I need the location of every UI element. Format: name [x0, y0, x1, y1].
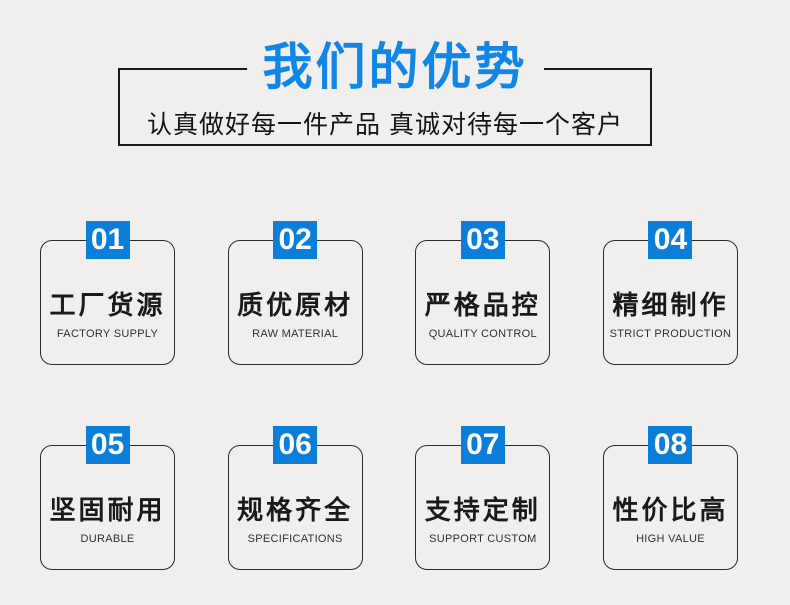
card-number-badge: 06: [273, 426, 318, 464]
card-title: 支持定制: [424, 495, 541, 525]
card-number: 02: [278, 223, 312, 256]
card-title: 精细制作: [612, 290, 729, 320]
card-number-badge: 07: [460, 426, 505, 464]
card-number: 06: [278, 428, 312, 461]
card-number-badge: 02: [273, 221, 318, 259]
card-number: 01: [90, 223, 125, 256]
advantage-card: 04 精细制作 STRICT PRODUCTION: [602, 221, 738, 365]
card-title: 工厂货源: [49, 290, 166, 320]
advantage-card: 07 支持定制 SUPPORT CUSTOM: [415, 426, 551, 570]
advantage-row-1: 01 工厂货源 FACTORY SUPPLY 02 质优原材 RAW MATER…: [40, 221, 738, 365]
card-subtitle: FACTORY SUPPLY: [56, 328, 159, 340]
card-number: 05: [90, 428, 125, 461]
card-subtitle: HIGH VALUE: [636, 533, 705, 545]
card-title: 严格品控: [424, 290, 541, 320]
card-title: 规格齐全: [237, 495, 354, 525]
advantage-row-2: 05 坚固耐用 DURABLE 06 规格齐全 SPECIFICATIONS 0…: [40, 426, 738, 570]
card-number-badge: 05: [85, 426, 130, 464]
card-title: 性价比高: [612, 495, 729, 525]
card-number: 08: [653, 428, 688, 461]
card-number: 07: [466, 428, 500, 461]
card-subtitle: RAW MATERIAL: [252, 328, 339, 340]
card-number-badge: 04: [648, 221, 693, 259]
card-number-badge: 08: [648, 426, 693, 464]
card-number-badge: 01: [85, 221, 130, 259]
advantage-card: 06 规格齐全 SPECIFICATIONS: [227, 426, 363, 570]
card-number-badge: 03: [460, 221, 505, 259]
card-subtitle: SUPPORT CUSTOM: [429, 533, 537, 545]
advantage-card: 03 严格品控 QUALITY CONTROL: [415, 221, 551, 365]
card-subtitle: QUALITY CONTROL: [428, 328, 537, 340]
card-title: 质优原材: [237, 290, 354, 320]
card-number: 03: [466, 223, 500, 256]
advantage-card: 02 质优原材 RAW MATERIAL: [227, 221, 363, 365]
card-subtitle: DURABLE: [80, 533, 135, 545]
card-title: 坚固耐用: [49, 495, 166, 525]
advantage-card: 08 性价比高 HIGH VALUE: [602, 426, 738, 570]
card-subtitle: SPECIFICATIONS: [247, 533, 343, 545]
card-number: 04: [653, 223, 688, 256]
page-title: 我们的优势: [0, 36, 790, 98]
advantage-card: 05 坚固耐用 DURABLE: [40, 426, 175, 570]
page-title-text: 我们的优势: [246, 36, 544, 98]
advantage-card: 01 工厂货源 FACTORY SUPPLY: [40, 221, 175, 365]
page-subtitle: 认真做好每一件产品 真诚对待每一个客户: [147, 111, 623, 139]
card-subtitle: STRICT PRODUCTION: [609, 328, 732, 340]
